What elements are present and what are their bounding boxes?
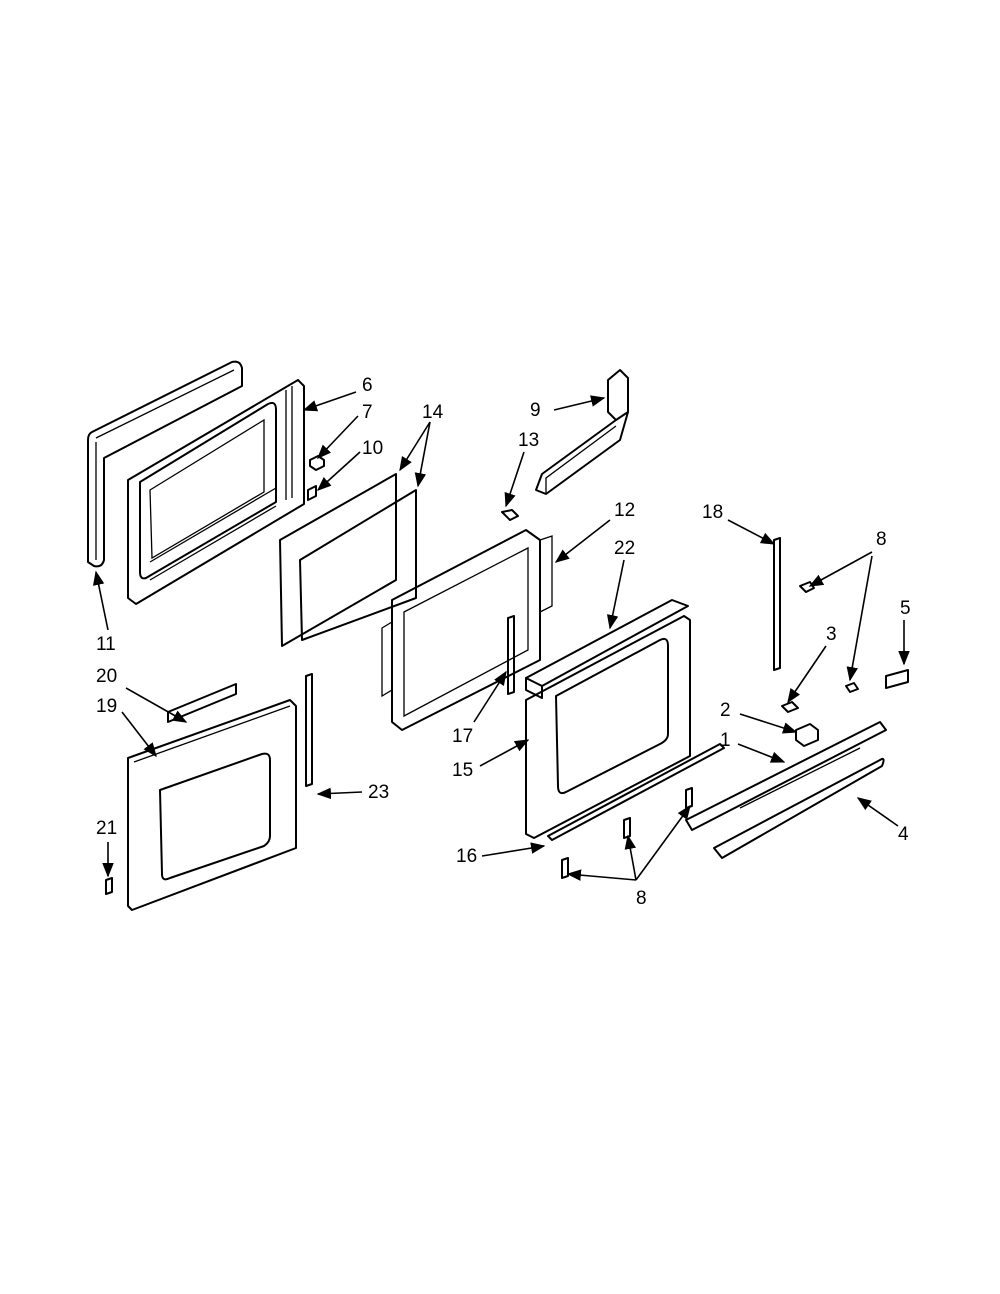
outer-door-panel-part xyxy=(525,615,691,839)
door-gasket-part xyxy=(87,360,243,568)
inner-door-frame-part xyxy=(127,379,305,605)
callout-14: 14 xyxy=(422,402,444,423)
door-bottom-strip-part xyxy=(547,743,725,841)
callout-19: 19 xyxy=(96,696,117,717)
door-handle-part xyxy=(685,721,887,859)
callout-15: 15 xyxy=(452,760,473,781)
door-top-trim-part xyxy=(525,599,689,699)
callout-9: 9 xyxy=(530,400,541,421)
callout-5: 5 xyxy=(900,598,911,619)
door-glass-part xyxy=(279,473,417,647)
callout-17: 17 xyxy=(452,726,473,747)
callout-11: 11 xyxy=(96,634,116,655)
callout-8-upper: 8 xyxy=(876,529,887,550)
callout-2: 2 xyxy=(720,700,731,721)
callout-8-lower: 8 xyxy=(636,888,647,909)
callout-18: 18 xyxy=(702,502,723,523)
screw-part-upper xyxy=(799,581,859,693)
leader-lines xyxy=(92,391,910,881)
callout-16: 16 xyxy=(456,846,477,867)
callout-1: 1 xyxy=(720,730,731,751)
vertical-trim-part xyxy=(773,537,781,671)
callout-6: 6 xyxy=(362,375,373,396)
small-bracket-part xyxy=(307,485,317,501)
callout-12: 12 xyxy=(614,500,635,521)
badge-part xyxy=(885,669,909,689)
callout-4: 4 xyxy=(898,824,909,845)
callout-23: 23 xyxy=(368,782,389,803)
callout-labels: 6 7 10 14 11 9 13 12 22 17 15 16 8 18 8 … xyxy=(96,375,911,909)
callout-7: 7 xyxy=(362,402,373,423)
handle-screw-part xyxy=(781,701,799,713)
screw-part xyxy=(501,509,519,521)
callout-13: 13 xyxy=(518,430,539,451)
side-bracket-part xyxy=(305,673,313,787)
callout-10: 10 xyxy=(362,438,383,459)
door-inner-panel-part xyxy=(381,529,553,731)
callout-22: 22 xyxy=(614,538,635,559)
vent-duct-part xyxy=(535,369,629,495)
screw-part-lower xyxy=(561,787,693,879)
control-panel-trim-part xyxy=(167,683,237,723)
callout-20: 20 xyxy=(96,666,117,687)
callout-3: 3 xyxy=(826,624,837,645)
door-side-strip-part xyxy=(507,615,515,695)
front-door-panel-part xyxy=(127,699,297,911)
callout-21: 21 xyxy=(96,818,117,839)
screw-clip-part xyxy=(309,455,325,471)
handle-bracket-part xyxy=(795,723,819,747)
side-clip-part xyxy=(105,877,113,895)
